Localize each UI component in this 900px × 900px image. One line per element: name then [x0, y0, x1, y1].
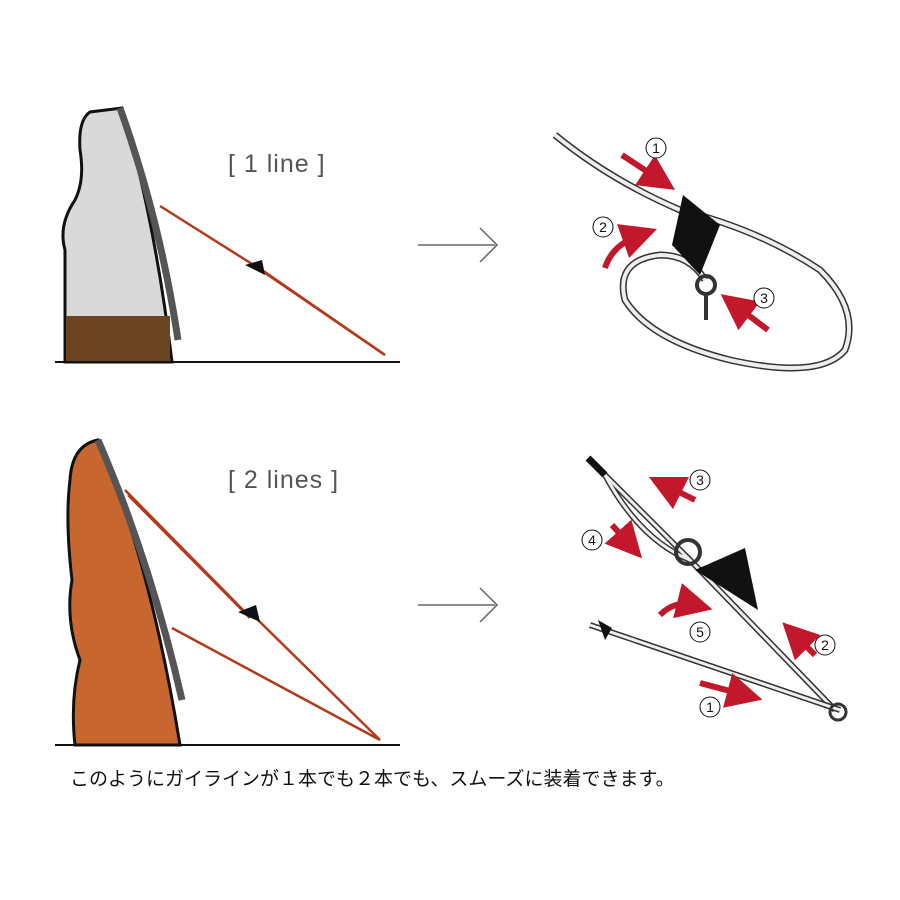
one-line-label: [ 1 line ]	[228, 150, 326, 178]
step-3: 3	[696, 472, 704, 488]
step-5: 5	[696, 624, 704, 640]
step-2: 2	[821, 637, 829, 653]
knot-detail-two-lines: 1 2 3 4 5	[581, 455, 848, 722]
step-4: 4	[588, 532, 596, 548]
step-2: 2	[599, 219, 607, 235]
caption: このようにガイラインが１本でも２本でも、スムーズに装着できます。	[70, 768, 675, 790]
step-1: 1	[652, 140, 660, 156]
tent-two-lines	[55, 438, 400, 747]
knot-detail-one-line: 1 2 3	[552, 132, 853, 372]
step-3: 3	[760, 290, 768, 306]
two-lines-label: [ 2 lines ]	[228, 466, 340, 494]
tent-one-line	[55, 106, 400, 364]
step-1: 1	[706, 699, 714, 715]
